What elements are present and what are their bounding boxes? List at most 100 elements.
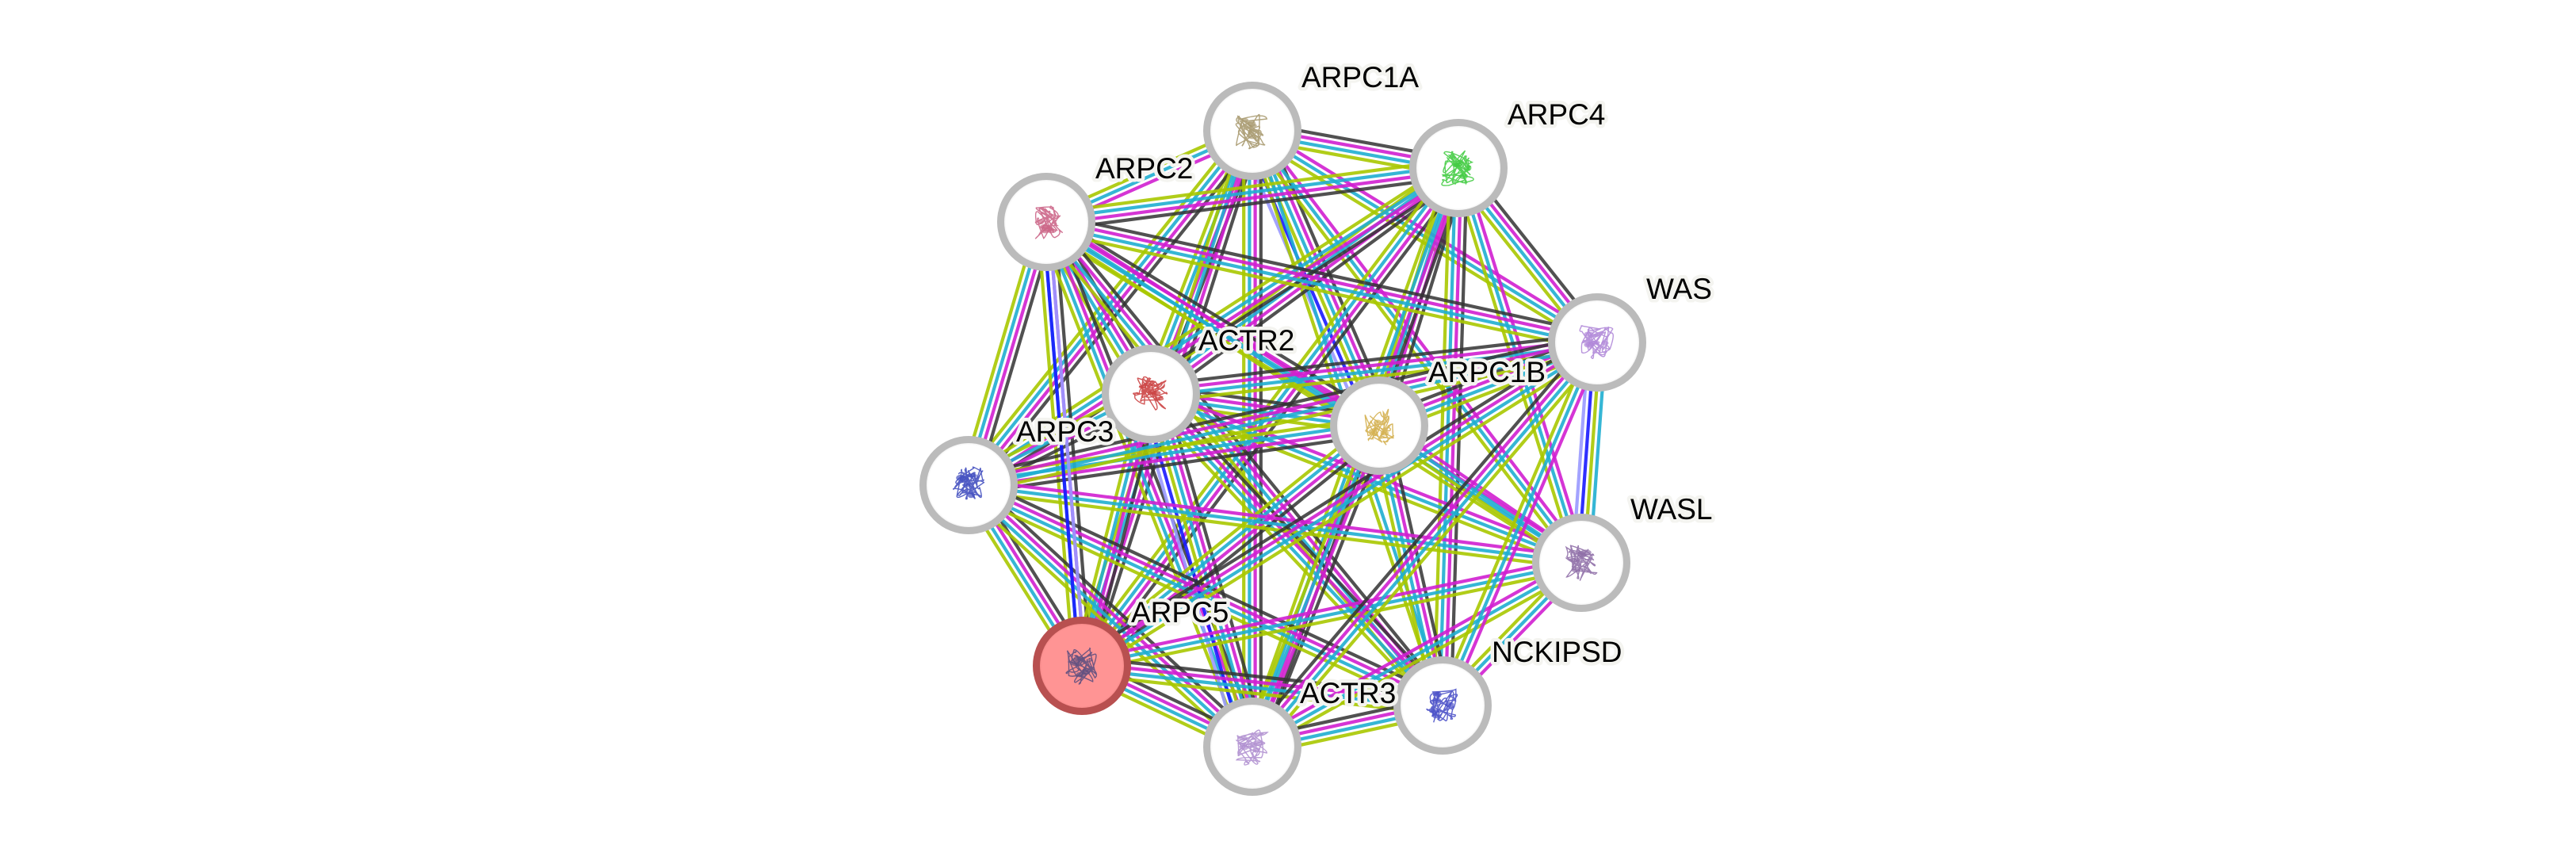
edge-line-experiments: [1046, 217, 1599, 342]
protein-structure-icon: [1441, 150, 1474, 186]
edge-line-coexpression: [1047, 212, 1599, 336]
edge-line-experiments: [1248, 556, 1580, 744]
edge-line-coexpression: [1449, 168, 1469, 706]
edge-line-databases: [969, 343, 1599, 490]
edge-line-experiments: [967, 338, 1597, 484]
edge-arpc4-arpc2[interactable]: [1045, 158, 1460, 232]
edge-arpc5-was[interactable]: [1076, 334, 1603, 675]
edge-line-databases: [965, 486, 1252, 751]
node-label: ACTR3: [1300, 677, 1396, 709]
edge-actr3-was[interactable]: [1244, 335, 1605, 754]
edge-line-textmining: [1036, 224, 1246, 751]
edge-line-databases: [1248, 423, 1378, 747]
node-was[interactable]: WAS: [1548, 270, 1715, 392]
edge-line-databases: [1438, 167, 1458, 705]
edge-line-coexpression: [966, 332, 1596, 479]
edge-line-databases: [1041, 222, 1252, 749]
edge-arpc5-nckipsd[interactable]: [1080, 656, 1444, 716]
edge-line-databases: [1082, 343, 1600, 670]
edge-line-databases: [1251, 561, 1583, 748]
node-nckipsd[interactable]: NCKIPSD: [1393, 633, 1626, 755]
edge-line-homology: [1047, 221, 1087, 666]
edge-line-databases: [1456, 167, 1584, 564]
node-actr2[interactable]: ACTR2: [1102, 321, 1298, 443]
edge-line-experiments: [1082, 426, 1382, 670]
edge-line-databases: [1441, 342, 1599, 706]
edge-line-experiments: [1046, 169, 1459, 227]
node-actr3[interactable]: ACTR3: [1203, 674, 1400, 796]
protein-structure-icon: [1133, 376, 1168, 411]
edge-arpc2-was[interactable]: [1044, 212, 1599, 353]
edge-line-textmining: [964, 491, 1440, 715]
edge-line-textmining: [1044, 228, 1596, 353]
node-label: ARPC4: [1508, 98, 1605, 131]
edge-line-coexpression: [1244, 335, 1592, 743]
edge-line-textmining: [1085, 348, 1603, 675]
edge-line-experiments: [1462, 166, 1588, 562]
edge-arpc5-arpc2[interactable]: [1041, 221, 1087, 667]
edge-arpc2-actr3[interactable]: [1036, 218, 1263, 751]
edge-line-experiments: [1150, 338, 1597, 393]
edge-line-textmining: [961, 490, 1248, 755]
edge-was-nckipsd[interactable]: [1435, 339, 1604, 709]
node-arpc3[interactable]: ARPC3: [919, 412, 1118, 534]
node-arpc1a[interactable]: ARPC1A: [1203, 58, 1423, 180]
edge-arpc3-was[interactable]: [966, 332, 1599, 495]
edge-line-experiments: [1048, 216, 1585, 560]
edge-line-databases: [1253, 342, 1601, 750]
protein-structure-icon: [1579, 325, 1614, 359]
edge-arpc3-actr3[interactable]: [961, 477, 1259, 755]
node-label: ARPC2: [1095, 152, 1193, 185]
edge-line-textmining: [1045, 158, 1458, 216]
edge-line-databases: [1151, 343, 1598, 399]
protein-structure-icon: [1426, 688, 1458, 723]
edge-line-textmining: [1143, 398, 1438, 713]
edge-line-databases: [1081, 667, 1443, 710]
node-arpc2[interactable]: ARPC2: [997, 149, 1197, 271]
node-arpc5[interactable]: ARPC5: [1033, 593, 1233, 715]
node-label: ARPC5: [1131, 596, 1229, 629]
edge-line-coexpression: [1163, 389, 1268, 744]
node-label: ARPC1A: [1301, 61, 1419, 94]
edge-line-textmining: [1254, 566, 1585, 754]
edge-line-coexpression: [973, 477, 1259, 742]
edge-line-coexpression: [1053, 218, 1263, 744]
edge-line-coexpression: [1149, 332, 1597, 388]
protein-structure-icon: [1235, 729, 1269, 766]
edge-line-textmining: [1435, 339, 1594, 705]
edge-line-coexpression: [1051, 215, 1450, 702]
protein-structure-icon: [1364, 408, 1394, 445]
edge-line-databases: [1045, 163, 1458, 221]
edge-line-databases: [965, 164, 1458, 484]
edge-actr3-wasl[interactable]: [1248, 556, 1585, 754]
protein-structure-icon: [1565, 545, 1598, 581]
node-arpc4[interactable]: ARPC4: [1409, 95, 1609, 217]
edge-arpc4-wasl[interactable]: [1451, 166, 1588, 565]
edge-line-experiments: [1248, 339, 1596, 747]
node-label: WAS: [1646, 273, 1712, 305]
edge-line-coexpression: [969, 432, 1381, 495]
node-label: WASL: [1630, 493, 1712, 526]
edge-line-coexpression: [1076, 334, 1594, 660]
protein-structure-icon: [1235, 113, 1268, 150]
edge-line-textmining: [1080, 672, 1443, 716]
edge-line-experiments: [1079, 338, 1597, 665]
edge-line-databases: [1045, 223, 1597, 347]
edge-line-coexpression: [1086, 430, 1386, 675]
edge-line-coexpression: [1087, 172, 1467, 672]
edge-line-experiments: [1446, 343, 1604, 709]
edge-line-databases: [1081, 560, 1582, 668]
edge-line-cooccurrence: [1041, 222, 1081, 667]
node-label: ARPC3: [1016, 415, 1114, 448]
node-wasl[interactable]: WASL: [1532, 490, 1716, 612]
protein-structure-icon: [1034, 205, 1063, 239]
protein-structure-icon: [1065, 647, 1098, 685]
edge-line-textmining: [967, 489, 1581, 571]
node-circle[interactable]: [1330, 377, 1428, 475]
edge-line-coexpression: [1082, 656, 1444, 699]
edge-line-experiments: [1082, 661, 1443, 705]
edge-line-experiments: [969, 481, 1256, 746]
node-arpc1b[interactable]: ARPC1B: [1330, 353, 1550, 475]
